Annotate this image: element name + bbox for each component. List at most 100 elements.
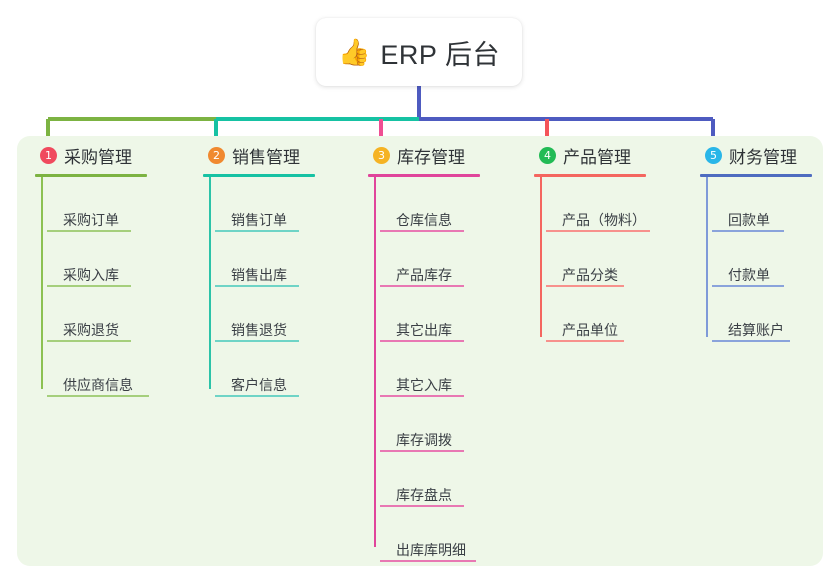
menu-item[interactable]: 产品库存	[374, 232, 480, 287]
menu-item[interactable]: 库存盘点	[374, 452, 480, 507]
menu-item-rule	[380, 395, 464, 397]
menu-item[interactable]: 其它出库	[374, 287, 480, 342]
column-title-1: 采购管理	[64, 147, 132, 167]
menu-item-rule	[47, 230, 131, 232]
column-badge-5: 5	[705, 146, 722, 164]
menu-item-rule	[380, 560, 476, 562]
menu-item-rule	[712, 285, 784, 287]
module-column-3: 3 库存管理仓库信息产品库存其它出库其它入库库存调拨库存盘点出库库明细	[368, 142, 480, 562]
column-items-3: 仓库信息产品库存其它出库其它入库库存调拨库存盘点出库库明细	[368, 177, 480, 562]
root-node[interactable]: 👍 ERP 后台	[316, 18, 522, 86]
menu-item-label: 销售订单	[231, 211, 287, 228]
menu-item-rule	[47, 395, 149, 397]
menu-item-rule	[380, 450, 464, 452]
menu-item-rule	[380, 340, 464, 342]
menu-item-rule	[215, 230, 299, 232]
menu-item-rule	[546, 230, 650, 232]
column-header-2[interactable]: 2 销售管理	[203, 142, 315, 168]
menu-item[interactable]: 销售出库	[209, 232, 315, 287]
column-spine-1	[41, 177, 43, 389]
menu-item[interactable]: 客户信息	[209, 342, 315, 397]
menu-item[interactable]: 采购入库	[41, 232, 147, 287]
menu-item[interactable]: 供应商信息	[41, 342, 149, 397]
module-column-4: 4 产品管理产品（物料） 产品分类产品单位	[534, 142, 650, 342]
module-column-2: 2 销售管理销售订单销售出库销售退货客户信息	[203, 142, 315, 397]
menu-item-label: 仓库信息	[396, 211, 452, 228]
menu-item-label: 产品分类	[562, 266, 618, 283]
menu-item-label: 产品单位	[562, 321, 618, 338]
column-items-5: 回款单付款单结算账户	[700, 177, 812, 342]
menu-item-label: 库存调拨	[396, 431, 452, 448]
menu-item-label: 其它出库	[396, 321, 452, 338]
menu-item-rule	[47, 340, 131, 342]
menu-item-rule	[215, 340, 299, 342]
menu-item[interactable]: 库存调拨	[374, 397, 480, 452]
menu-item-label: 产品（物料）	[562, 211, 646, 228]
column-badge-1: 1	[40, 146, 57, 164]
menu-item-label: 采购订单	[63, 211, 119, 228]
menu-item-label: 供应商信息	[63, 376, 133, 393]
menu-item-rule	[546, 340, 624, 342]
column-spine-2	[209, 177, 211, 389]
modules-panel	[17, 136, 823, 566]
menu-item-rule	[215, 395, 299, 397]
menu-item-rule	[712, 340, 790, 342]
column-spine-5	[706, 177, 708, 337]
menu-item-rule	[215, 285, 299, 287]
menu-item[interactable]: 回款单	[706, 177, 812, 232]
column-badge-4: 4	[539, 146, 556, 164]
column-rule-4	[534, 174, 646, 177]
root-title: ERP 后台	[380, 39, 500, 70]
menu-item-label: 库存盘点	[396, 486, 452, 503]
thumbs-up-icon: 👍	[338, 37, 371, 67]
column-items-1: 采购订单采购入库采购退货供应商信息	[35, 177, 149, 397]
menu-item-label: 其它入库	[396, 376, 452, 393]
column-header-4[interactable]: 4 产品管理	[534, 142, 646, 168]
column-title-2: 销售管理	[232, 147, 300, 167]
menu-item-label: 销售出库	[231, 266, 287, 283]
menu-item-label: 采购退货	[63, 321, 119, 338]
column-items-4: 产品（物料） 产品分类产品单位	[534, 177, 650, 342]
menu-item[interactable]: 结算账户	[706, 287, 812, 342]
menu-item-rule	[47, 285, 131, 287]
menu-item-label: 销售退货	[231, 321, 287, 338]
column-spine-3	[374, 177, 376, 547]
column-header-5[interactable]: 5 财务管理	[700, 142, 812, 168]
module-column-5: 5 财务管理回款单付款单结算账户	[700, 142, 812, 342]
column-header-1[interactable]: 1 采购管理	[35, 142, 147, 168]
menu-item[interactable]: 仓库信息	[374, 177, 480, 232]
menu-item[interactable]: 销售退货	[209, 287, 315, 342]
column-header-3[interactable]: 3 库存管理	[368, 142, 480, 168]
column-badge-2: 2	[208, 146, 225, 164]
menu-item[interactable]: 产品（物料）	[540, 177, 650, 232]
menu-item-label: 付款单	[728, 266, 770, 283]
menu-item-label: 采购入库	[63, 266, 119, 283]
column-rule-3	[368, 174, 480, 177]
menu-item-rule	[380, 230, 464, 232]
column-spine-4	[540, 177, 542, 337]
menu-item[interactable]: 采购退货	[41, 287, 147, 342]
menu-item[interactable]: 付款单	[706, 232, 812, 287]
column-title-5: 财务管理	[729, 147, 797, 167]
menu-item-rule	[546, 285, 624, 287]
menu-item-label: 回款单	[728, 211, 770, 228]
menu-item[interactable]: 出库库明细	[374, 507, 480, 562]
menu-item[interactable]: 销售订单	[209, 177, 315, 232]
menu-item[interactable]: 采购订单	[41, 177, 147, 232]
menu-item-label: 客户信息	[231, 376, 287, 393]
column-title-3: 库存管理	[397, 147, 465, 167]
module-column-1: 1 采购管理采购订单采购入库采购退货供应商信息	[35, 142, 149, 397]
menu-item-rule	[380, 285, 464, 287]
column-title-4: 产品管理	[563, 147, 631, 167]
column-rule-5	[700, 174, 812, 177]
menu-item-label: 出库库明细	[396, 541, 466, 558]
menu-item[interactable]: 其它入库	[374, 342, 480, 397]
menu-item-rule	[380, 505, 464, 507]
menu-item-rule	[712, 230, 784, 232]
column-rule-2	[203, 174, 315, 177]
column-badge-3: 3	[373, 146, 390, 164]
menu-item[interactable]: 产品单位	[540, 287, 646, 342]
menu-item-label: 产品库存	[396, 266, 452, 283]
menu-item[interactable]: 产品分类	[540, 232, 646, 287]
